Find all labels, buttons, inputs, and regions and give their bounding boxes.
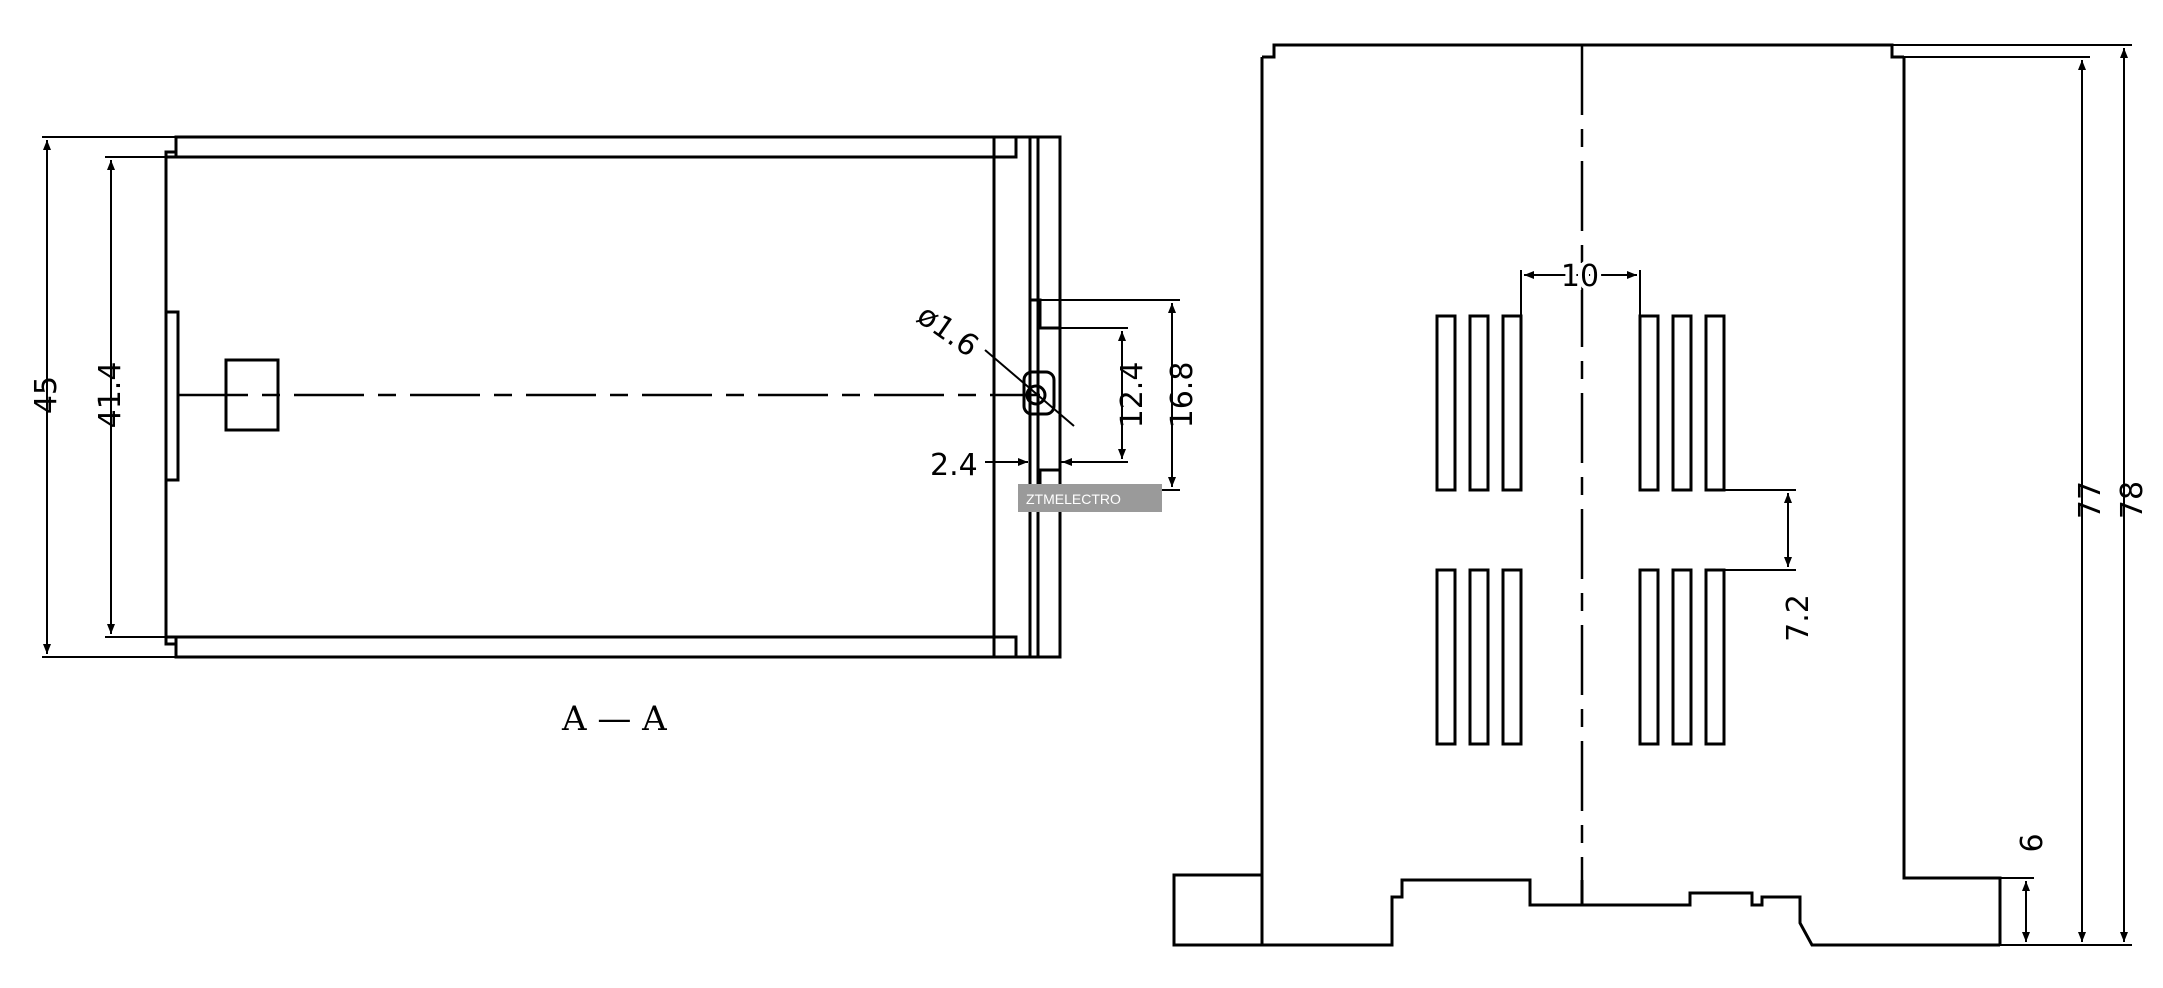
top-wall-hatch [174, 135, 1018, 159]
dim-168-label: 16.8 [1165, 362, 1200, 429]
vent-slot [1435, 314, 1457, 492]
vent-slot [1704, 568, 1726, 746]
dim-dia-label: ø1.6 [910, 298, 984, 365]
body-outline [1260, 57, 2000, 947]
vent-slot [1501, 568, 1523, 746]
vent-slot [1468, 568, 1490, 746]
front-view: 10 7.2 6 77 78 [1172, 43, 2150, 947]
dim-45-label: 45 [29, 376, 64, 414]
watermark-text: ZTMELECTRO [1026, 491, 1121, 507]
vent-slot [1501, 314, 1523, 492]
vent-slot [1671, 314, 1693, 492]
section-view: 45 41.4 ø1.6 12.4 16.8 2.4 ZTMELECTRO A … [29, 135, 1200, 739]
vent-slot [1671, 568, 1693, 746]
dim-414-label: 41.4 [93, 362, 128, 429]
section-label: A — A [561, 699, 667, 739]
dim-72-label: 7.2 [1781, 594, 1816, 642]
inner-cavity [164, 155, 996, 639]
latch-detail [1030, 298, 1060, 330]
left-foot [1172, 873, 1262, 947]
right-body [1902, 57, 2002, 945]
dim-124-label: 12.4 [1115, 362, 1150, 429]
hole-boss [1022, 370, 1056, 416]
vent-slots [1435, 314, 1726, 746]
vent-slot [1638, 568, 1660, 746]
dim-78-label: 78 [2115, 481, 2150, 519]
vent-slot [1638, 314, 1660, 492]
vent-slot [1435, 568, 1457, 746]
dia-leader [984, 349, 1075, 427]
dim-77-label: 77 [2073, 481, 2108, 519]
bottom-wall-hatch [174, 635, 1018, 659]
vent-slot [1468, 314, 1490, 492]
dim-6-label: 6 [2015, 833, 2050, 852]
dim-10-label: 10 [1561, 259, 1599, 294]
dim-24-label: 2.4 [930, 448, 978, 483]
vent-slot [1704, 314, 1726, 492]
square-feature [224, 358, 280, 432]
outer-outline [164, 135, 1062, 659]
watermark-box [1018, 484, 1162, 512]
